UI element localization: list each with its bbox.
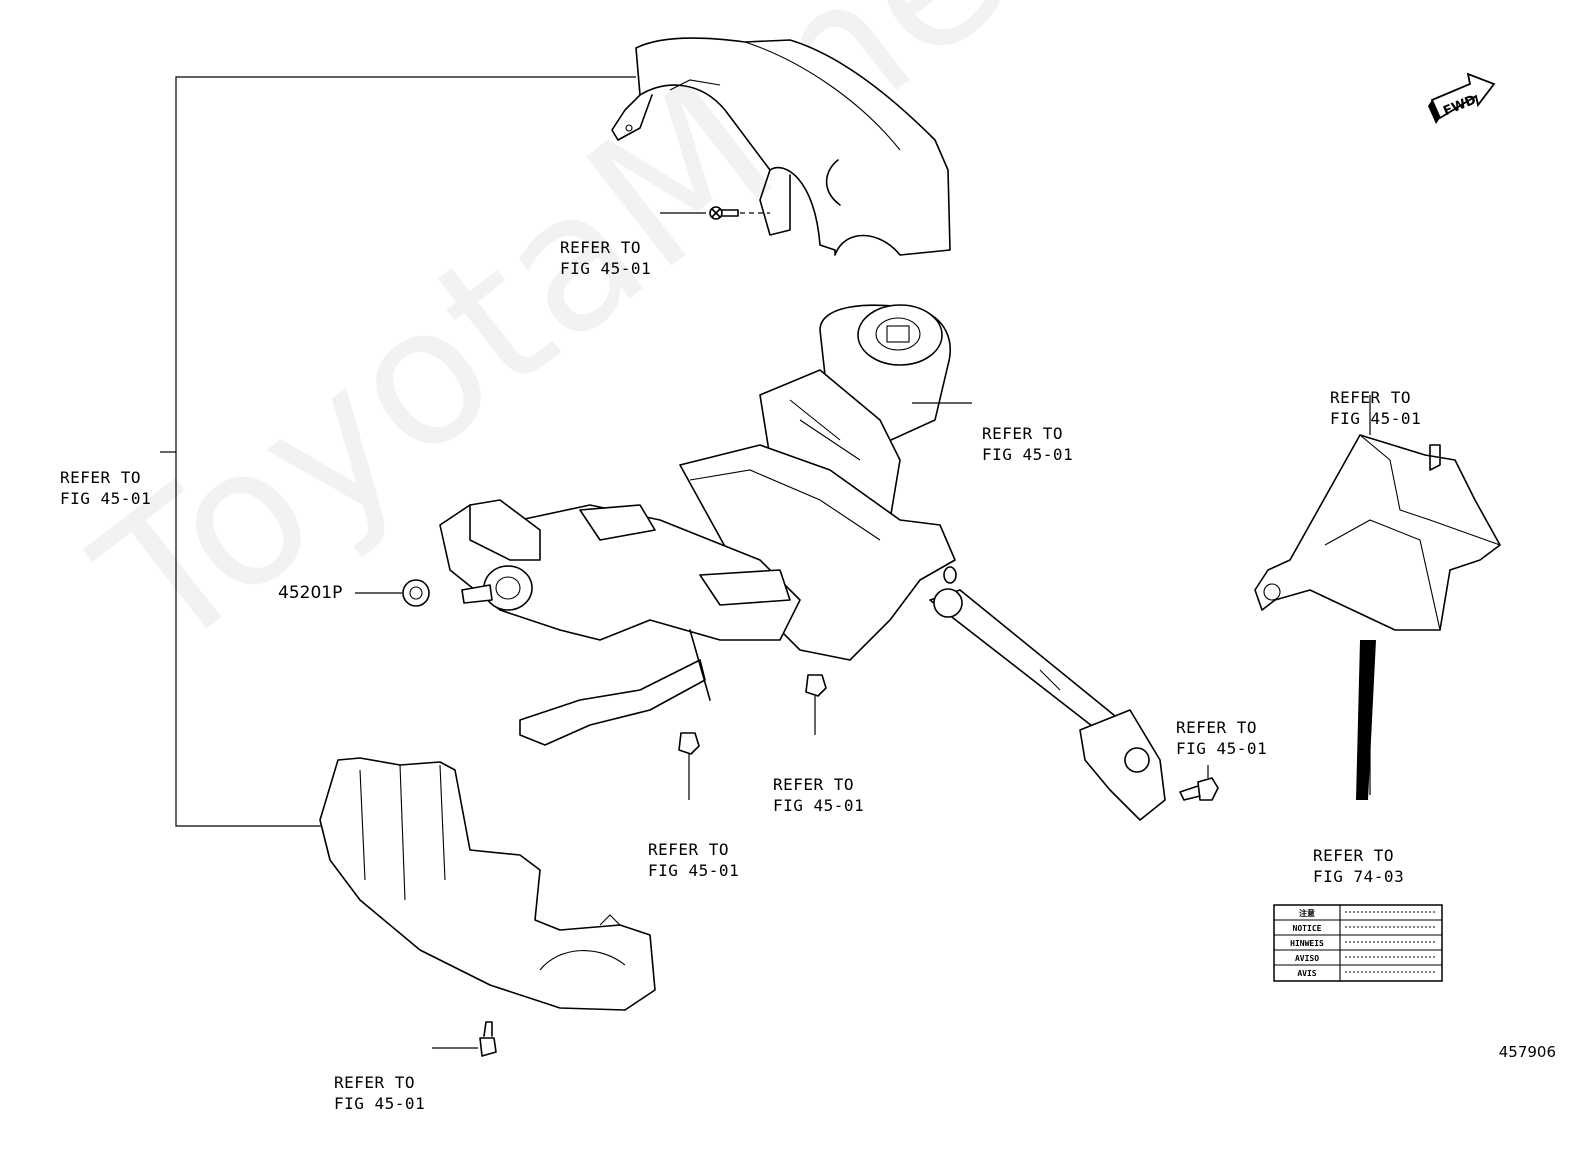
caution-label: 注意 NOTICE HINWEIS AVISO AVIS — [1273, 904, 1443, 982]
upper-column-cover — [611, 37, 951, 256]
diagram-drawing: 注意 NOTICE HINWEIS AVISO AVIS FWD — [160, 37, 1501, 1057]
figure-number: 457906 — [1498, 1043, 1556, 1061]
label-row-2: HINWEIS — [1290, 939, 1324, 948]
label-row-4: AVIS — [1297, 969, 1316, 978]
left-bracket-line — [160, 76, 636, 827]
label-row-0: 注意 — [1299, 908, 1315, 918]
label-row-3: AVISO — [1295, 954, 1319, 963]
steering-column-assembly — [439, 304, 1166, 821]
bracket-nut — [678, 732, 700, 800]
part-number-label: 45201P — [278, 583, 343, 603]
yoke-bolt — [1179, 765, 1219, 801]
right-cover — [1254, 395, 1501, 800]
center-nut — [805, 674, 827, 735]
45201P-nut — [355, 579, 430, 607]
upper-cover-screw — [660, 206, 770, 220]
parts-diagram: ToyotaMine.ru — [60, 0, 1556, 1113]
lower-column-cover — [319, 757, 656, 1011]
label-row-1: NOTICE — [1293, 924, 1322, 933]
fwd-arrow-icon: FWD — [1428, 72, 1496, 124]
lower-cover-screw — [432, 1021, 497, 1057]
